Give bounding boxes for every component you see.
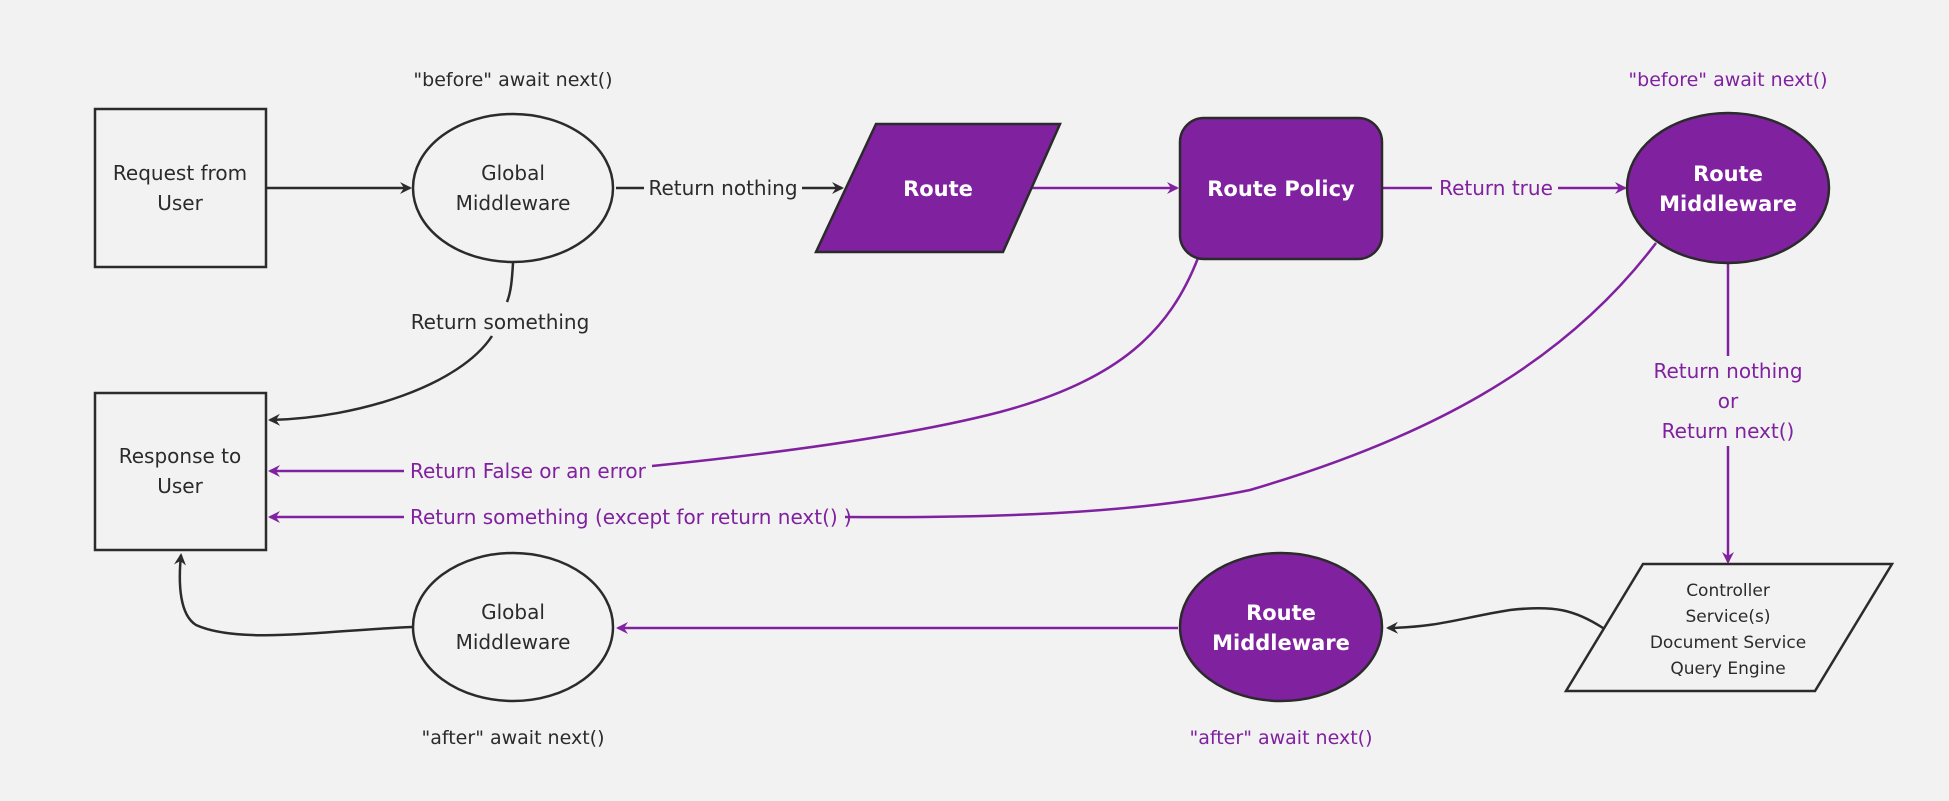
- route-node: Route: [814, 122, 1062, 254]
- route-mw-before-label-line2: Middleware: [1659, 192, 1797, 216]
- route-label: Route: [903, 177, 973, 201]
- global-before-label-line2: Middleware: [456, 191, 571, 215]
- controller-label-line4: Query Engine: [1670, 659, 1785, 679]
- edge-label-return-true: Return true: [1439, 176, 1553, 200]
- controller-label-line1: Controller: [1686, 581, 1770, 601]
- request-node: Request from User: [93, 107, 268, 269]
- route-middleware-after-node: Route Middleware: [1178, 551, 1384, 703]
- edge-label-next-line3: Return next(): [1662, 419, 1795, 443]
- response-label-line1: Response to: [119, 444, 242, 468]
- global-after-label-line1: Global: [481, 600, 545, 624]
- edge-global-to-response-a: [505, 262, 515, 303]
- edge-label-return-something-except: Return something (except for return next…: [410, 505, 852, 529]
- edge-controller-to-route-mw: [1386, 606, 1604, 634]
- global-before-label-line1: Global: [481, 161, 545, 185]
- edge-label-return-nothing: Return nothing: [648, 176, 797, 200]
- global-middleware-before-node: Global Middleware: [411, 112, 615, 264]
- global-before-caption: "before" await next(): [413, 69, 612, 91]
- controller-label-line2: Service(s): [1686, 607, 1771, 627]
- global-after-label-line2: Middleware: [456, 630, 571, 654]
- response-node: Response to User: [93, 391, 268, 552]
- controller-node: Controller Service(s) Document Service Q…: [1563, 562, 1895, 693]
- route-mw-after-label-line1: Route: [1246, 601, 1316, 625]
- global-after-caption: "after" await next(): [422, 727, 605, 749]
- edge-policy-to-response-a: [651, 257, 1200, 468]
- request-label-line2: User: [157, 191, 203, 215]
- route-mw-before-caption: "before" await next(): [1628, 69, 1827, 91]
- route-mw-after-label-line2: Middleware: [1212, 631, 1350, 655]
- edge-label-return-something: Return something: [411, 310, 590, 334]
- route-mw-after-caption: "after" await next(): [1190, 727, 1373, 749]
- route-policy-label: Route Policy: [1207, 177, 1355, 201]
- request-label-line1: Request from: [113, 161, 247, 185]
- response-label-line2: User: [157, 474, 203, 498]
- controller-label-line3: Document Service: [1650, 633, 1806, 653]
- edge-global-to-response-b: [268, 335, 494, 426]
- edge-global-after-to-response: [174, 553, 413, 637]
- route-policy-node: Route Policy: [1178, 116, 1384, 261]
- edge-label-next-line2: or: [1718, 389, 1739, 413]
- edge-label-next-line1: Return nothing: [1653, 359, 1802, 383]
- global-middleware-after-node: Global Middleware: [411, 551, 615, 703]
- edge-label-return-false: Return False or an error: [410, 459, 647, 483]
- route-middleware-before-node: Route Middleware: [1625, 111, 1831, 265]
- route-mw-before-label-line1: Route: [1693, 162, 1763, 186]
- edge-route-mw-to-response-a: [844, 242, 1657, 519]
